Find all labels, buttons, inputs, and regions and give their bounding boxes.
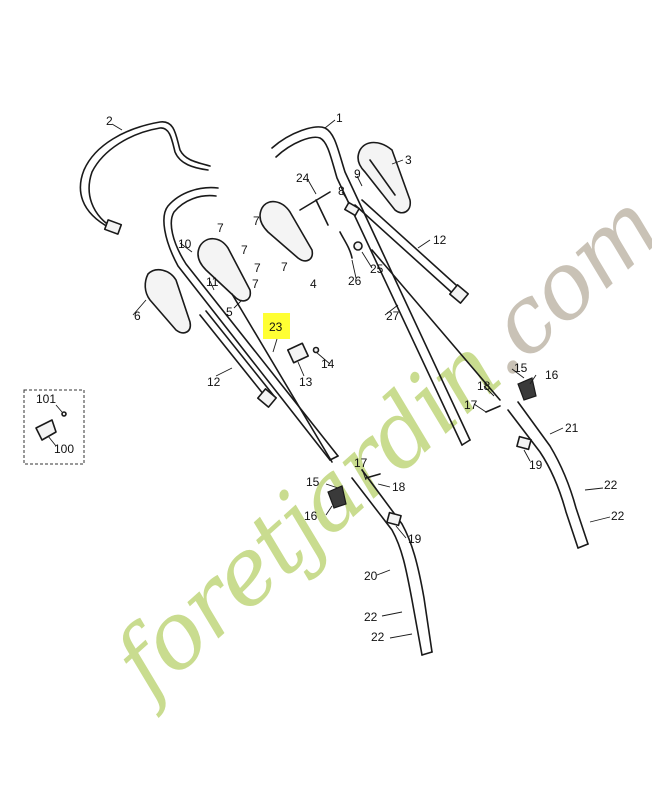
callout-27: 27 [386,309,400,323]
callout-15-b: 15 [306,475,320,489]
callout-1: 1 [336,111,343,125]
callout-7-d: 7 [252,277,259,291]
callout-7-c: 7 [254,261,261,275]
callout-12-a: 12 [433,233,447,247]
callout-14: 14 [321,357,335,371]
callout-101: 101 [36,392,56,406]
callout-24: 24 [296,171,310,185]
callout-7-f: 7 [281,260,288,274]
callout-3: 3 [405,153,412,167]
callout-2: 2 [106,114,113,128]
callout-17-b: 17 [354,456,368,470]
callout-8: 8 [338,184,345,198]
callout-26: 26 [348,274,362,288]
callout-10: 10 [178,237,192,251]
part-lower-tube-right [485,377,589,549]
callout-19-b: 19 [408,532,422,546]
callout-7-e: 7 [253,214,260,228]
part-cable [371,249,501,401]
callout-16-a: 16 [545,368,559,382]
callout-17-a: 17 [464,398,478,412]
callout-5: 5 [226,305,233,319]
callout-highlight-23 [263,313,290,339]
part-right-rod [354,199,470,304]
callout-11: 11 [206,275,219,289]
callout-19-a: 19 [529,458,543,472]
callout-22-a: 22 [604,478,618,492]
part-left-cover [197,237,252,302]
part-inner-cable [231,293,333,463]
callout-23: 23 [269,320,283,334]
callout-21: 21 [565,421,579,435]
callout-9: 9 [354,167,361,181]
callout-18-b: 18 [392,480,406,494]
inset-box [23,389,85,465]
part-small-hardware [299,191,363,259]
part-left-rod [199,310,278,408]
callout-4: 4 [310,277,317,291]
callout-16-b: 16 [304,509,318,523]
callout-25: 25 [370,262,384,276]
callout-13: 13 [299,375,313,389]
part-bail-wire [79,121,211,235]
leader-lines [47,119,611,639]
callout-6: 6 [134,309,141,323]
callout-labels: 1 2 3 4 5 6 7 7 7 7 7 7 8 9 10 11 12 12 … [36,111,625,644]
callout-20: 20 [364,569,378,583]
callout-18-a: 18 [477,379,491,393]
callout-7-a: 7 [217,221,224,235]
part-right-cover [357,141,412,214]
callout-7-b: 7 [241,243,248,257]
callout-22-b: 22 [611,509,625,523]
callout-15-a: 15 [514,361,528,375]
part-clip [286,342,320,364]
part-center-cover [259,200,314,262]
callout-12-b: 12 [207,375,221,389]
callout-22-c: 22 [364,610,378,624]
part-grip [144,268,192,334]
callout-100: 100 [54,442,74,456]
callout-22-d: 22 [371,630,385,644]
